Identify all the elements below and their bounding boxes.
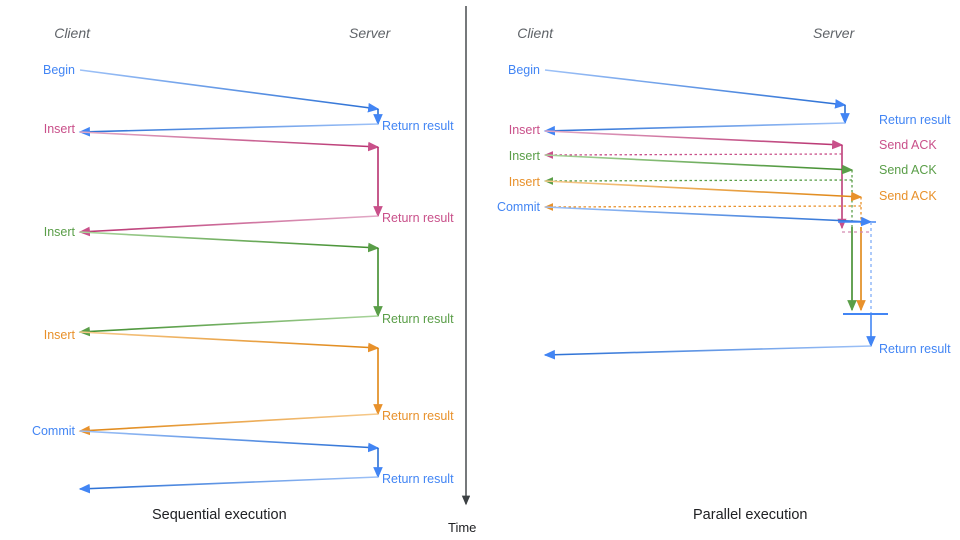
left-label-return-5: Return result bbox=[382, 472, 454, 486]
msg-insert3-return bbox=[78, 413, 379, 436]
sequential-panel-lines bbox=[78, 69, 383, 494]
p-msg-insert1-ack bbox=[543, 151, 843, 159]
right-label-begin: Begin bbox=[508, 63, 540, 77]
msg-insert2-return bbox=[78, 315, 379, 337]
right-panel-caption: Parallel execution bbox=[693, 507, 808, 523]
right-actor-client: Client bbox=[517, 25, 553, 41]
right-label-return-1: Return result bbox=[879, 113, 951, 127]
p-msg-commit-request bbox=[544, 206, 873, 227]
p-msg-insert3-ack bbox=[543, 203, 862, 211]
msg-insert1-return bbox=[78, 215, 379, 237]
p-msg-insert2-request bbox=[544, 154, 854, 175]
time-axis-label: Time bbox=[448, 520, 477, 535]
msg-insert3-request bbox=[79, 331, 380, 353]
msg-begin-request bbox=[79, 69, 380, 113]
right-label-ack-3: Send ACK bbox=[879, 189, 937, 203]
left-label-begin: Begin bbox=[43, 63, 75, 77]
left-label-return-1: Return result bbox=[382, 119, 454, 133]
left-label-return-2: Return result bbox=[382, 211, 454, 225]
left-label-commit: Commit bbox=[31, 424, 75, 438]
right-label-ack-2: Send ACK bbox=[879, 163, 937, 177]
p-msg-begin-request bbox=[544, 69, 847, 109]
left-label-return-4: Return result bbox=[382, 409, 454, 423]
right-label-insert-3: Insert bbox=[508, 175, 540, 189]
left-label-insert-3: Insert bbox=[43, 328, 75, 342]
left-label-return-3: Return result bbox=[382, 312, 454, 326]
left-panel-caption: Sequential execution bbox=[152, 507, 287, 523]
right-label-insert-2: Insert bbox=[508, 149, 540, 163]
msg-insert1-request bbox=[79, 131, 380, 152]
msg-commit-request bbox=[79, 430, 380, 453]
p-msg-insert3-request bbox=[544, 180, 863, 202]
p-msg-insert1-request bbox=[544, 130, 844, 150]
left-label-insert-2: Insert bbox=[43, 225, 75, 239]
left-actor-server: Server bbox=[349, 25, 391, 41]
msg-commit-return bbox=[78, 476, 379, 494]
right-label-insert-1: Insert bbox=[508, 123, 540, 137]
p-msg-begin-return bbox=[543, 122, 846, 136]
parallel-panel-lines bbox=[543, 69, 888, 360]
right-label-ack-1: Send ACK bbox=[879, 138, 937, 152]
msg-insert2-request bbox=[79, 231, 380, 253]
right-actor-server: Server bbox=[813, 25, 855, 41]
right-label-return-2: Return result bbox=[879, 342, 951, 356]
left-actor-client: Client bbox=[54, 25, 90, 41]
p-msg-insert2-ack bbox=[543, 177, 853, 185]
right-label-commit: Commit bbox=[496, 200, 540, 214]
left-label-insert-1: Insert bbox=[43, 122, 75, 136]
msg-begin-return bbox=[78, 123, 379, 137]
p-msg-commit-return bbox=[543, 345, 872, 360]
